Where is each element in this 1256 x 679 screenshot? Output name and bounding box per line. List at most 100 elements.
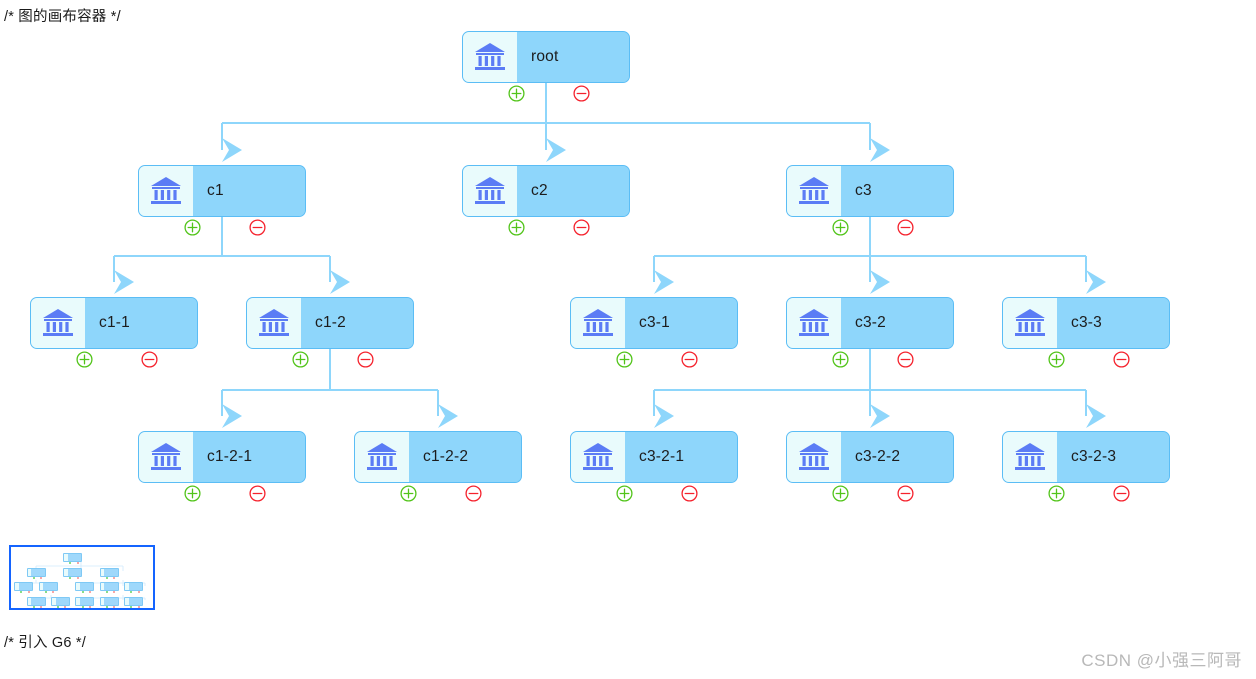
graph-node-label-pane: c1-2 [301,298,413,348]
bank-icon [247,298,301,348]
collapse-node-button-c3[interactable] [897,219,914,236]
graph-node-c3-2-2[interactable]: c3-2-2 [786,431,954,483]
bank-icon [1003,432,1057,482]
minimap-node-c3 [99,567,119,577]
graph-node-label-pane: c1-2-1 [193,432,305,482]
graph-node-label: c3-2 [855,314,886,332]
collapse-node-button-c3-2-2[interactable] [897,485,914,502]
minimap-node-c3-2 [99,582,119,592]
collapse-node-button-c3-2-1[interactable] [681,485,698,502]
collapse-node-button-c3-1[interactable] [681,351,698,368]
collapse-node-button-c3-3[interactable] [1113,351,1130,368]
minimap-expand-dot [32,576,35,579]
code-comment-canvas-container: /* 图的画布容器 */ [4,9,121,25]
minimap-expand-dot [105,591,108,594]
minimap-expand-dot [81,591,84,594]
graph-node-c1-2-1[interactable]: c1-2-1 [138,431,306,483]
minimap-collapse-dot [113,576,116,579]
minimap-collapse-dot [76,562,79,565]
expand-node-button-c1-2[interactable] [291,351,309,368]
minimap-expand-dot [130,605,133,608]
graph-node-root[interactable]: root [462,31,630,83]
expand-node-button-c3-2-1[interactable] [615,485,633,502]
graph-node-label-pane: c3-1 [625,298,737,348]
collapse-node-button-c3-2-3[interactable] [1113,485,1130,502]
minimap-node-c3-3 [124,582,144,592]
minimap-collapse-dot [113,591,116,594]
expand-node-button-c3-2-2[interactable] [831,485,849,502]
minimap-node-c3-2-3 [124,596,144,606]
minimap-node-c3-2-2 [99,596,119,606]
expand-node-button-c3-2[interactable] [831,351,849,368]
graph-node-c1-1[interactable]: c1-1 [30,297,198,349]
expand-node-button-c3[interactable] [831,219,849,236]
collapse-node-button-root[interactable] [573,85,590,102]
graph-node-label-pane: c2 [517,166,629,216]
graph-node-label: c3-2-3 [1071,448,1117,466]
minimap-collapse-dot [39,576,42,579]
graph-node-c3-2-1[interactable]: c3-2-1 [570,431,738,483]
graph-node-label-pane: c3-2-1 [625,432,737,482]
minimap-expand-dot [32,605,35,608]
graph-node-c3[interactable]: c3 [786,165,954,217]
minimap-expand-dot [130,591,133,594]
minimap-collapse-dot [76,576,79,579]
graph-node-label-pane: c1-1 [85,298,197,348]
graph-node-label: c3-1 [639,314,670,332]
graph-node-c3-2-3[interactable]: c3-2-3 [1002,431,1170,483]
bank-icon [787,298,841,348]
graph-node-label-pane: root [517,32,629,82]
graph-node-c2[interactable]: c2 [462,165,630,217]
minimap-collapse-dot [137,591,140,594]
expand-node-button-c1-1[interactable] [75,351,93,368]
graph-node-label-pane: c3-3 [1057,298,1169,348]
minimap-expand-dot [44,591,47,594]
graph-node-c3-1[interactable]: c3-1 [570,297,738,349]
minimap-collapse-dot [64,605,67,608]
graph-node-c1-2[interactable]: c1-2 [246,297,414,349]
code-comment-import-g6: /* 引入 G6 */ [4,635,86,651]
expand-node-button-c1-2-2[interactable] [399,485,417,502]
expand-node-button-c1-2-1[interactable] [183,485,201,502]
expand-node-button-c3-1[interactable] [615,351,633,368]
graph-node-label: root [531,48,559,66]
minimap-node-c1-2-1 [26,596,46,606]
graph-node-label: c1-2-1 [207,448,253,466]
graph-node-c3-2[interactable]: c3-2 [786,297,954,349]
minimap-collapse-dot [27,591,30,594]
collapse-node-button-c3-2[interactable] [897,351,914,368]
graph-node-label: c2 [531,182,548,200]
collapse-node-button-c1-2-2[interactable] [465,485,482,502]
expand-node-button-c1[interactable] [183,219,201,236]
bank-icon [787,432,841,482]
expand-node-button-c3-2-3[interactable] [1047,485,1065,502]
collapse-node-button-c1[interactable] [249,219,266,236]
graph-node-label: c1-1 [99,314,130,332]
expand-node-button-c2[interactable] [507,219,525,236]
graph-node-c1[interactable]: c1 [138,165,306,217]
minimap-expand-dot [57,605,60,608]
expand-node-button-root[interactable] [507,85,525,102]
bank-icon [571,432,625,482]
minimap-expand-dot [20,591,23,594]
minimap-collapse-dot [137,605,140,608]
minimap-expand-dot [105,576,108,579]
collapse-node-button-c2[interactable] [573,219,590,236]
minimap-collapse-dot [52,591,55,594]
collapse-node-button-c1-2[interactable] [357,351,374,368]
minimap-expand-dot [81,605,84,608]
graph-node-label-pane: c3-2-2 [841,432,953,482]
graph-node-label-pane: c3-2-3 [1057,432,1169,482]
collapse-node-button-c1-1[interactable] [141,351,158,368]
expand-node-button-c3-3[interactable] [1047,351,1065,368]
graph-minimap[interactable] [9,545,155,610]
minimap-node-c1-1 [14,582,34,592]
graph-node-label-pane: c3-2 [841,298,953,348]
graph-node-c3-3[interactable]: c3-3 [1002,297,1170,349]
graph-node-c1-2-2[interactable]: c1-2-2 [354,431,522,483]
minimap-node-c3-1 [75,582,95,592]
collapse-node-button-c1-2-1[interactable] [249,485,266,502]
graph-node-label: c3 [855,182,872,200]
bank-icon [787,166,841,216]
